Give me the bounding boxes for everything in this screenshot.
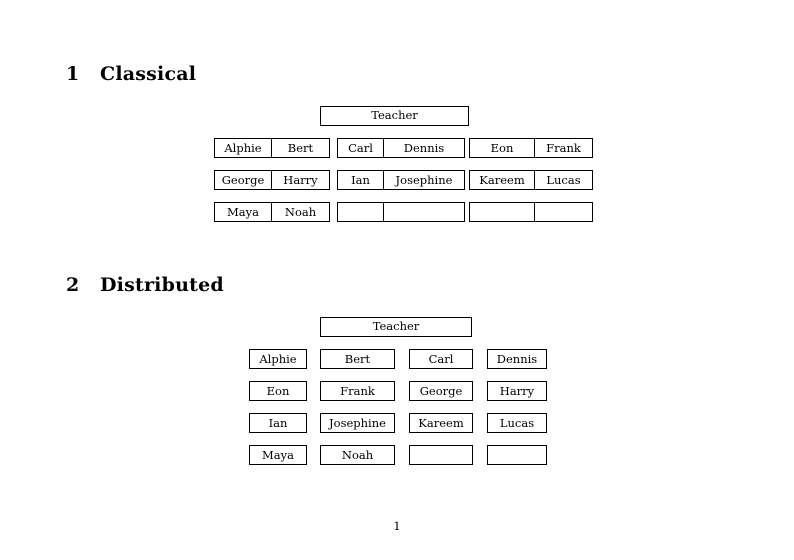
distributed-cell: Harry (487, 381, 547, 401)
table-row: Maya Noah (214, 202, 330, 222)
distributed-cell: Lucas (487, 413, 547, 433)
distributed-cell: Eon (249, 381, 307, 401)
distributed-cell: Maya (249, 445, 307, 465)
classical-group3-row3-empty (469, 202, 593, 222)
classical-group2-row2: Ian Josephine (337, 170, 465, 190)
name-cell: Carl (337, 138, 384, 158)
table-row: Teacher (320, 106, 469, 126)
table-row (469, 202, 593, 222)
section-title: Distributed (100, 274, 224, 296)
distributed-cell: Frank (320, 381, 395, 401)
classical-teacher-box: Teacher (320, 106, 469, 126)
table-row: Alphie Bert (214, 138, 330, 158)
distributed-cell: Alphie (249, 349, 307, 369)
classical-group1-row3: Maya Noah (214, 202, 330, 222)
name-cell: Dennis (383, 138, 465, 158)
table-row: Kareem Lucas (469, 170, 593, 190)
name-cell: Harry (271, 170, 330, 190)
name-cell: Bert (271, 138, 330, 158)
table-row: Carl Dennis (337, 138, 465, 158)
classical-group1-row2: George Harry (214, 170, 330, 190)
section-heading-classical: 1 Classical (66, 65, 196, 84)
distributed-cell: Carl (409, 349, 473, 369)
table-row: Teacher (320, 317, 472, 337)
name-cell: Alphie (214, 138, 272, 158)
distributed-cell: Noah (320, 445, 395, 465)
name-cell: George (214, 170, 272, 190)
empty-cell (534, 202, 593, 222)
distributed-cell: George (409, 381, 473, 401)
classical-group3-row2: Kareem Lucas (469, 170, 593, 190)
classical-group2-row1: Carl Dennis (337, 138, 465, 158)
section-number: 1 (66, 63, 80, 85)
name-cell: Lucas (534, 170, 593, 190)
classical-group3-row1: Eon Frank (469, 138, 593, 158)
table-row: Ian Josephine (337, 170, 465, 190)
teacher-cell: Teacher (320, 317, 472, 337)
distributed-cell: Dennis (487, 349, 547, 369)
section-title: Classical (100, 63, 197, 85)
distributed-teacher-box: Teacher (320, 317, 472, 337)
empty-cell (337, 202, 384, 222)
distributed-empty-cell (487, 445, 547, 465)
distributed-cell: Ian (249, 413, 307, 433)
teacher-cell: Teacher (320, 106, 469, 126)
empty-cell (383, 202, 465, 222)
name-cell: Frank (534, 138, 593, 158)
distributed-empty-cell (409, 445, 473, 465)
classical-group2-row3-empty (337, 202, 465, 222)
table-row: George Harry (214, 170, 330, 190)
section-number: 2 (66, 274, 80, 296)
distributed-cell: Josephine (320, 413, 395, 433)
name-cell: Maya (214, 202, 272, 222)
empty-cell (469, 202, 535, 222)
name-cell: Noah (271, 202, 330, 222)
page-number: 1 (393, 519, 401, 533)
classical-group1-row1: Alphie Bert (214, 138, 330, 158)
distributed-cell: Kareem (409, 413, 473, 433)
table-row (337, 202, 465, 222)
table-row: Eon Frank (469, 138, 593, 158)
distributed-cell: Bert (320, 349, 395, 369)
name-cell: Josephine (383, 170, 465, 190)
section-heading-distributed: 2 Distributed (66, 276, 224, 295)
name-cell: Kareem (469, 170, 535, 190)
name-cell: Eon (469, 138, 535, 158)
name-cell: Ian (337, 170, 384, 190)
